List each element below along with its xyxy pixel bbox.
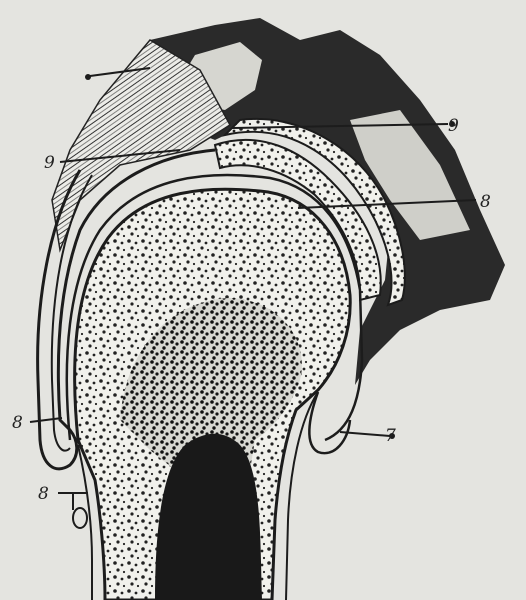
label-9-left: 9 xyxy=(44,153,55,173)
label-8-bottom-left: 8 xyxy=(38,484,49,504)
lower-capsule-recess xyxy=(309,392,350,453)
leader-label-8-bottom xyxy=(58,493,88,528)
label-8-right: 8 xyxy=(480,192,491,212)
label-8-left: 8 xyxy=(12,413,23,433)
label-9-upper-right: 9 xyxy=(448,116,459,136)
leader-label-8-left xyxy=(30,418,62,422)
label-7-lower-right: 7 xyxy=(385,426,396,446)
